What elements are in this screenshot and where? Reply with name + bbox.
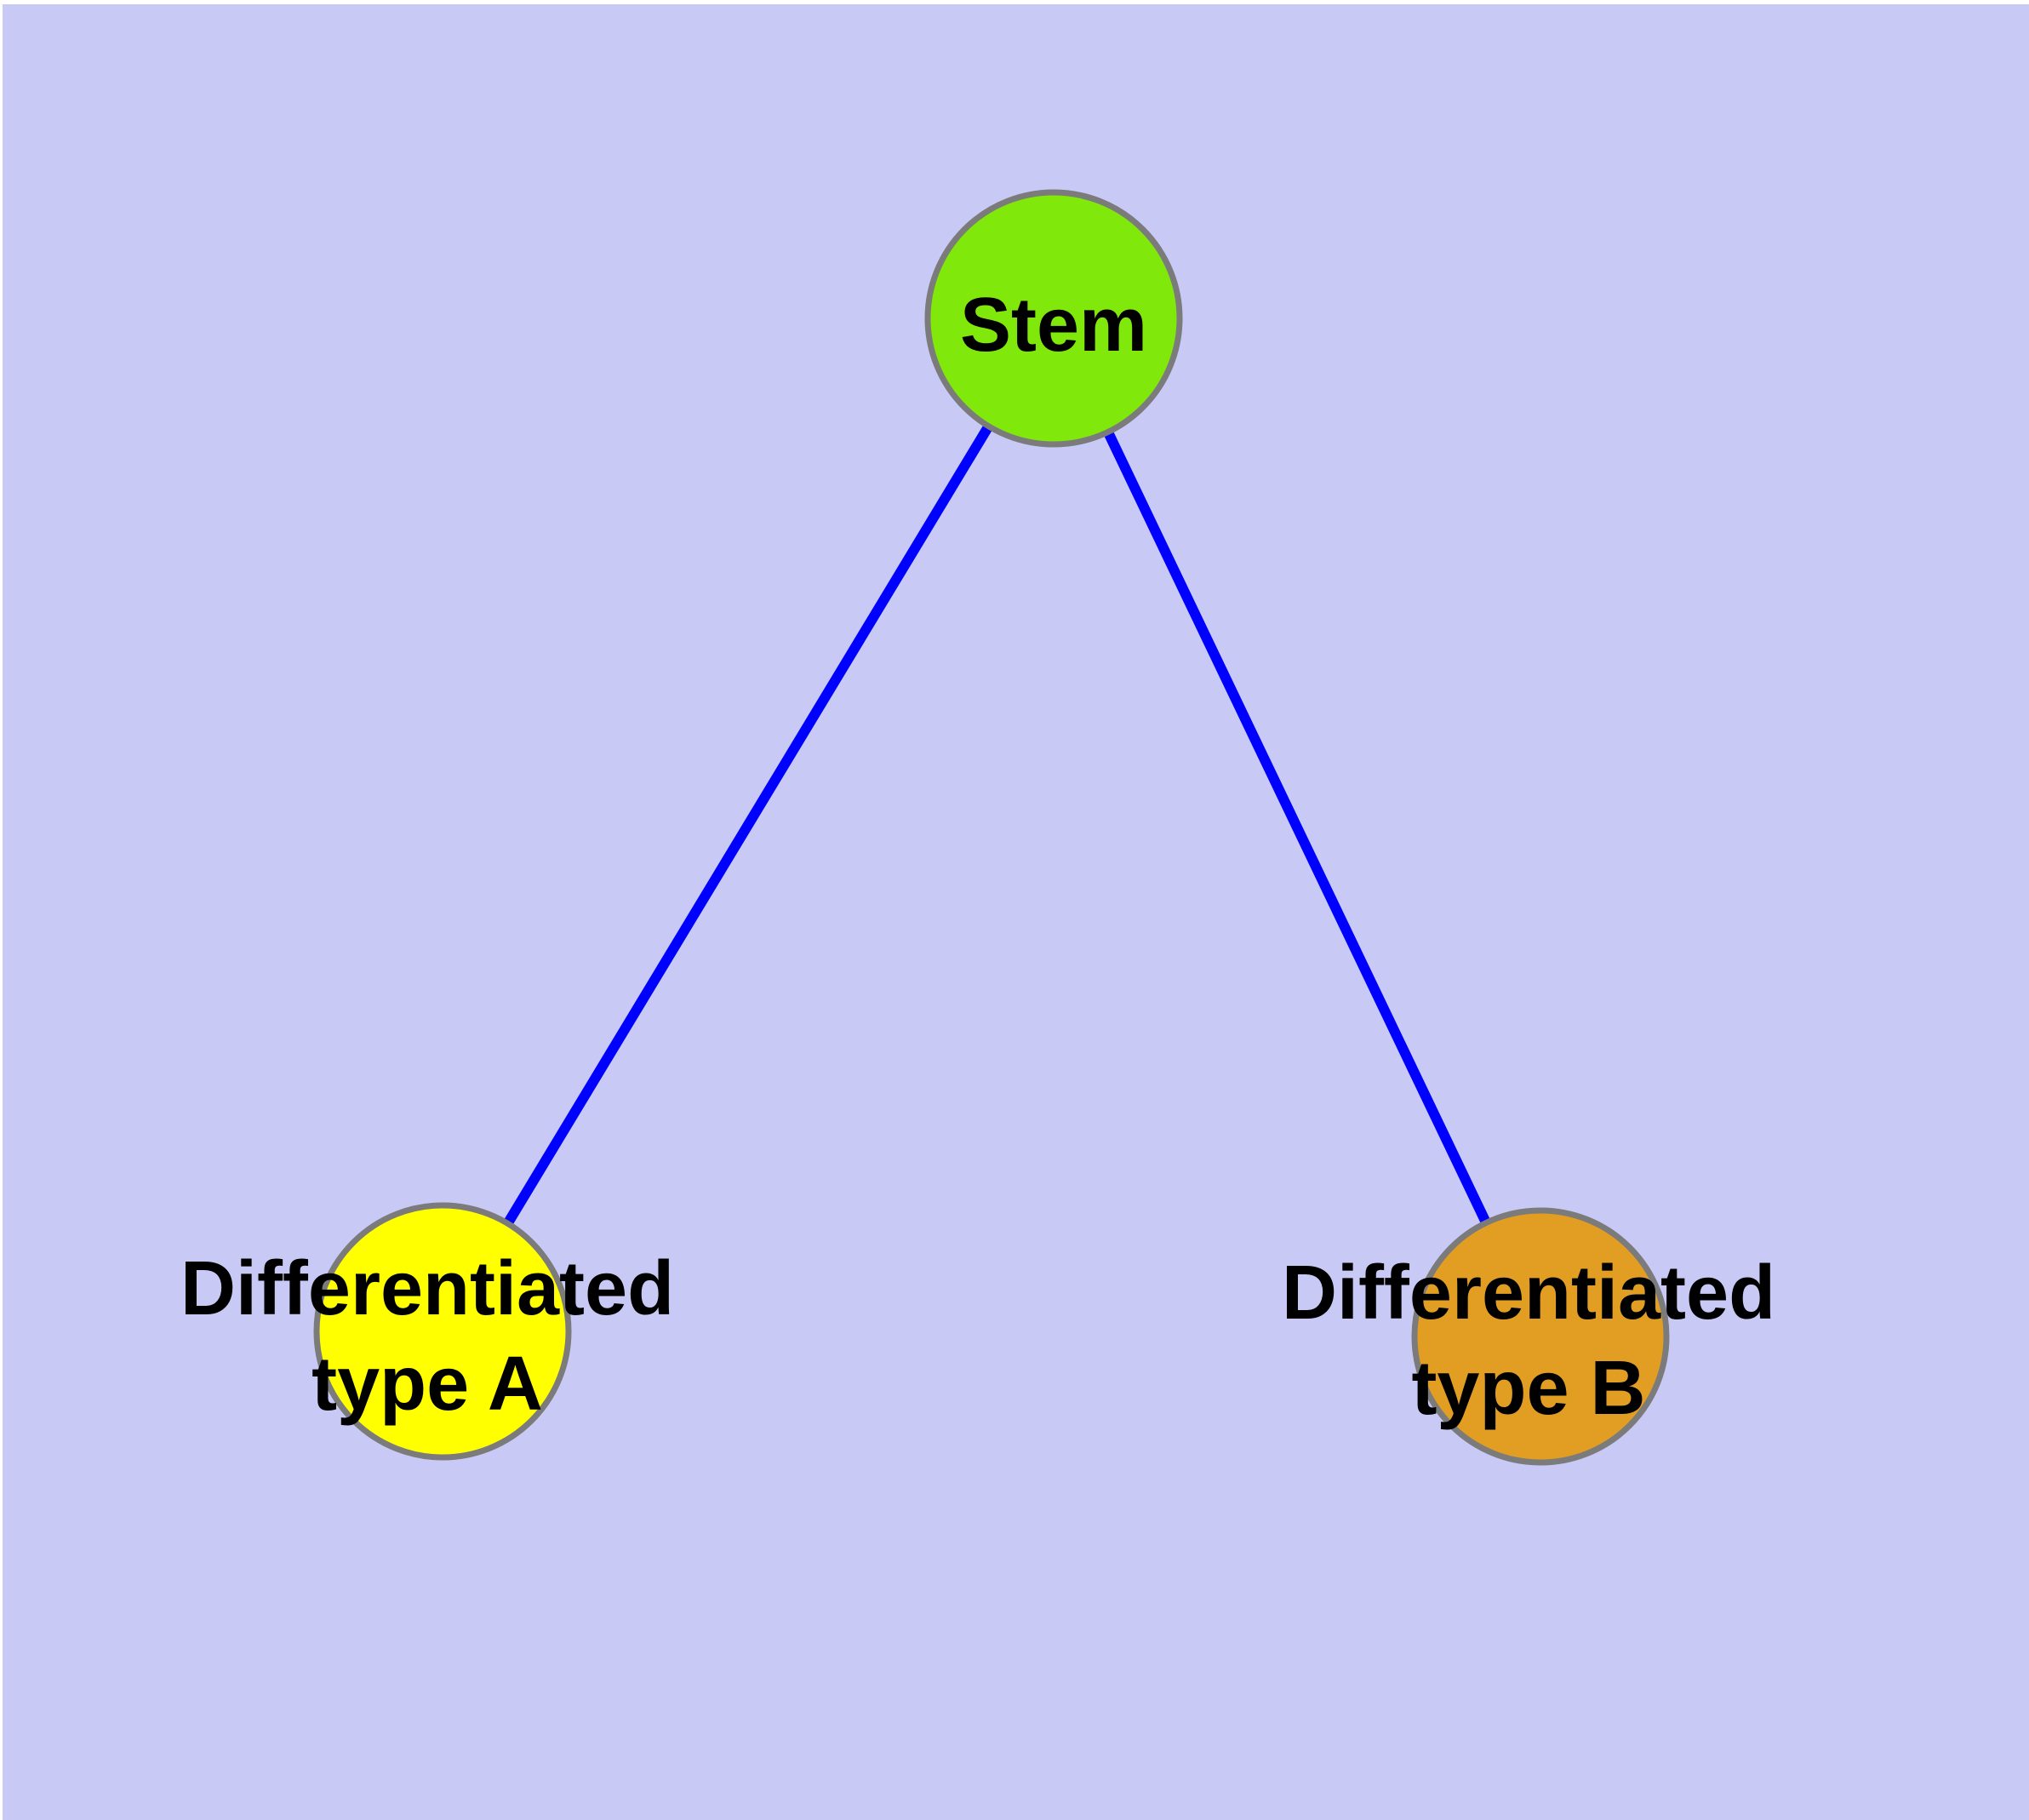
edge-stem-to-type-a (437, 315, 1059, 1335)
node-differentiated-type-a (313, 1202, 572, 1461)
edge-stem-to-type-b (1049, 316, 1546, 1339)
node-stem (924, 189, 1183, 448)
node-differentiated-type-b (1411, 1207, 1670, 1466)
